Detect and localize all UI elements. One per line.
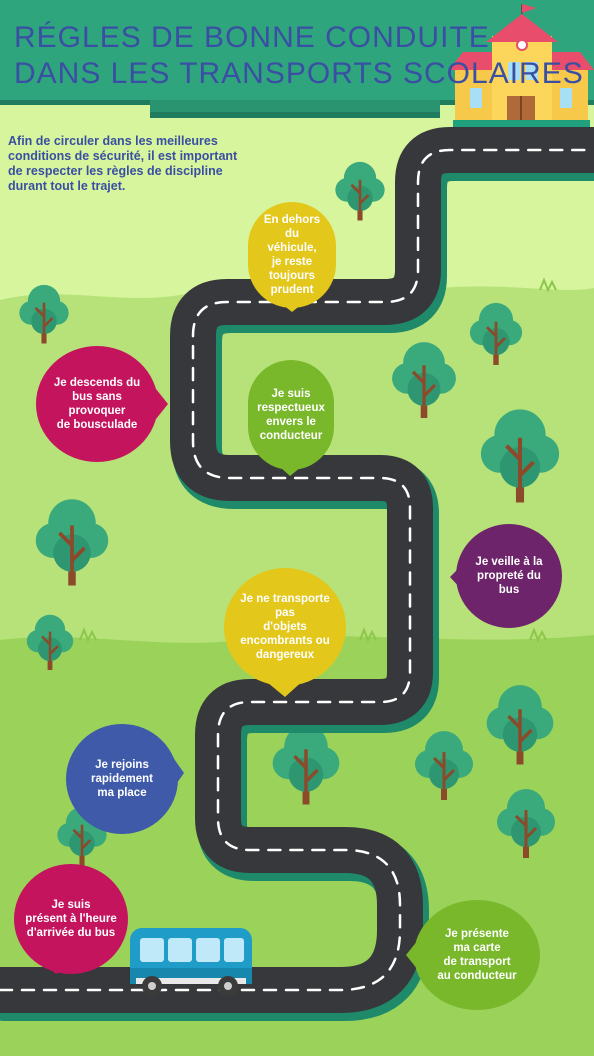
- rule-text: Je suis présent à l'heure d'arrivée du b…: [25, 899, 117, 939]
- road-dashes: [0, 148, 594, 992]
- rule-bubble-clean-bus: Je veille à la propreté du bus: [456, 524, 562, 628]
- rule-text: Je rejoins rapidement ma place: [91, 759, 153, 799]
- rule-bubble-on-time: Je suis présent à l'heure d'arrivée du b…: [14, 864, 128, 974]
- rule-text: Je descends du bus sans provoquer de bou…: [53, 377, 141, 431]
- rule-bubble-get-off: Je descends du bus sans provoquer de bou…: [36, 346, 158, 462]
- rule-bubble-no-objects: Je ne transporte pas d'objets encombrant…: [224, 568, 346, 686]
- road: [0, 127, 594, 1021]
- rule-bubble-seat: Je rejoins rapidement ma place: [66, 724, 178, 834]
- school-icon: [449, 4, 594, 136]
- bus-icon: [130, 928, 252, 996]
- rule-text: Je suis respectueux envers le conducteur: [257, 388, 325, 442]
- page-title-line-1: RÉGLES DE BONNE CONDUITE: [14, 21, 490, 54]
- rule-text: Je présente ma carte de transport au con…: [437, 928, 517, 982]
- rule-bubble-respect-driver: Je suis respectueux envers le conducteur: [248, 360, 334, 470]
- rule-text: Je ne transporte pas d'objets encombrant…: [240, 593, 330, 661]
- rule-text: En dehors du véhicule, je reste toujours…: [263, 214, 321, 296]
- page-title-line-2: DANS LES TRANSPORTS SCOLAIRES: [14, 57, 584, 90]
- rule-text: Je veille à la propreté du bus: [475, 556, 543, 596]
- rule-bubble-card: Je présente ma carte de transport au con…: [414, 900, 540, 1010]
- title-banner: [0, 0, 594, 100]
- rule-bubble-outside-vehicle: En dehors du véhicule, je reste toujours…: [248, 202, 336, 308]
- intro-text: Afin de circuler dans les meilleures con…: [8, 134, 238, 193]
